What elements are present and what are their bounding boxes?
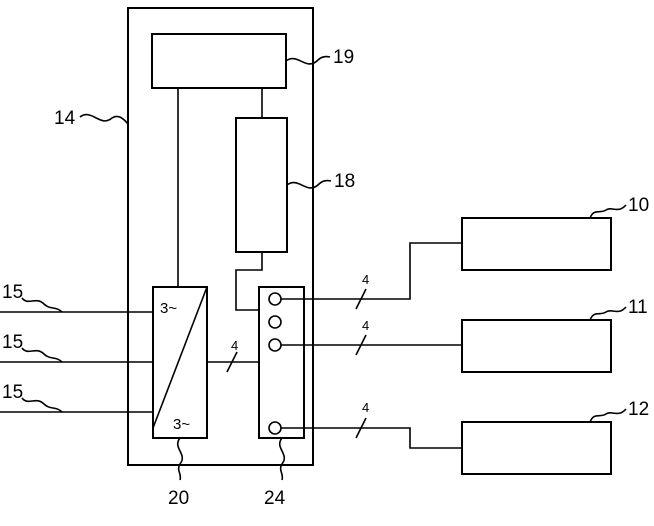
- label-24: 24: [264, 488, 286, 509]
- wire-count-internal: 4: [231, 338, 238, 353]
- label-11: 11: [628, 297, 648, 318]
- label-15-b: 15: [2, 332, 23, 353]
- label-19: 19: [333, 47, 354, 68]
- wire-to-10: [281, 242, 462, 300]
- label-14: 14: [54, 108, 76, 129]
- wire-tick-internal: [226, 351, 238, 373]
- wire-tick-11: [355, 334, 367, 356]
- leader-18: [286, 179, 332, 189]
- leader-15-a: [21, 297, 63, 313]
- label-15-c: 15: [2, 382, 23, 403]
- label-15-a: 15: [2, 282, 23, 303]
- wire-count-12: 4: [362, 400, 369, 415]
- wire-count-11: 4: [362, 318, 369, 333]
- converter-diagonal: [152, 286, 208, 429]
- converter-phase-top: 3~: [160, 300, 177, 317]
- leader-10: [589, 204, 627, 219]
- leader-20: [176, 437, 184, 481]
- leader-15-c: [21, 397, 63, 413]
- leader-24: [278, 437, 286, 481]
- leader-19: [285, 55, 331, 65]
- leader-11: [589, 306, 627, 321]
- wire-tick-10: [355, 288, 367, 310]
- leader-12: [589, 408, 627, 423]
- terminal-block-24: [258, 286, 305, 439]
- label-18: 18: [334, 171, 355, 192]
- terminal-2: [268, 315, 282, 329]
- output-box-10: [461, 217, 612, 271]
- wire-tick-12: [355, 417, 367, 439]
- label-12: 12: [628, 399, 649, 420]
- label-20: 20: [168, 488, 189, 509]
- wire-count-10: 4: [362, 272, 369, 287]
- output-box-12: [461, 421, 612, 475]
- leader-14: [79, 113, 129, 125]
- label-10: 10: [628, 195, 649, 216]
- wire-to-12: [281, 427, 462, 449]
- box-19: [151, 33, 287, 89]
- wire-18-to-terminal: [235, 252, 283, 311]
- output-box-11: [461, 319, 612, 373]
- converter-phase-bottom: 3~: [173, 416, 190, 433]
- box-18: [235, 117, 288, 253]
- leader-15-b: [21, 347, 63, 363]
